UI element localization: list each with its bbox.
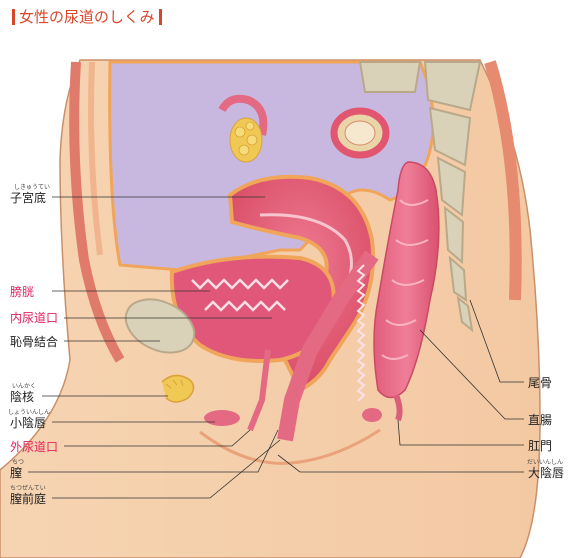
labia-majora-ruby: だいいんしん [527, 459, 564, 466]
vagina-canal [277, 250, 379, 442]
label-bladder: 膀胱 [10, 285, 35, 299]
label-coccyx: 尾骨 [528, 376, 553, 390]
label-labia-minora: 小陰唇 [10, 416, 47, 430]
label-clitoris: 陰核 [10, 390, 35, 404]
labia-minora-ruby: しょういんしん [8, 409, 51, 416]
label-anus: 肛門 [528, 439, 553, 453]
bladder-rugae [191, 278, 289, 312]
vagina-ruby: ちつ [12, 459, 25, 466]
labia-minora-shape [204, 410, 240, 426]
uterus [227, 174, 376, 393]
label-external-urethral-orifice: 外尿道口 [10, 440, 59, 454]
label-rectum: 直腸 [528, 413, 553, 427]
sacrum [358, 61, 482, 333]
label-vestibule: 膣前庭 [10, 492, 47, 506]
vestibule-ruby: ちつぜんてい [10, 485, 46, 492]
label-pubic-symphysis: 恥骨結合 [10, 335, 59, 349]
clitoris-ruby: いんかく [12, 383, 37, 390]
perineal-body [362, 408, 382, 422]
title-text: 女性の尿道のしくみ [19, 8, 155, 26]
labia-majora-shape [199, 428, 381, 465]
leader-lines [28, 196, 524, 499]
rectum [373, 161, 440, 399]
title-bar-left [12, 8, 15, 25]
label-internal-urethral-orifice: 内尿道口 [10, 311, 59, 325]
pubic-symphysis [124, 298, 196, 354]
clitoris [161, 374, 195, 403]
abdominal-wall-fat [88, 61, 103, 256]
abdominal-wall-muscle [69, 61, 125, 363]
diagram-title: 女性の尿道のしくみ [8, 6, 166, 27]
urethra [247, 349, 271, 432]
sacral-muscle-band [484, 60, 522, 301]
ovary-follicles [234, 121, 258, 156]
label-vagina: 膣 [10, 466, 23, 480]
fallopian-tube [218, 94, 268, 136]
title-bar-right [158, 8, 162, 25]
anal-canal [393, 393, 403, 422]
label-uterine-fundus: 子宮底 [10, 191, 47, 205]
uterine-fundus-ruby: しきゅうてい [14, 184, 51, 191]
label-labia-majora: 大陰唇 [528, 466, 565, 480]
